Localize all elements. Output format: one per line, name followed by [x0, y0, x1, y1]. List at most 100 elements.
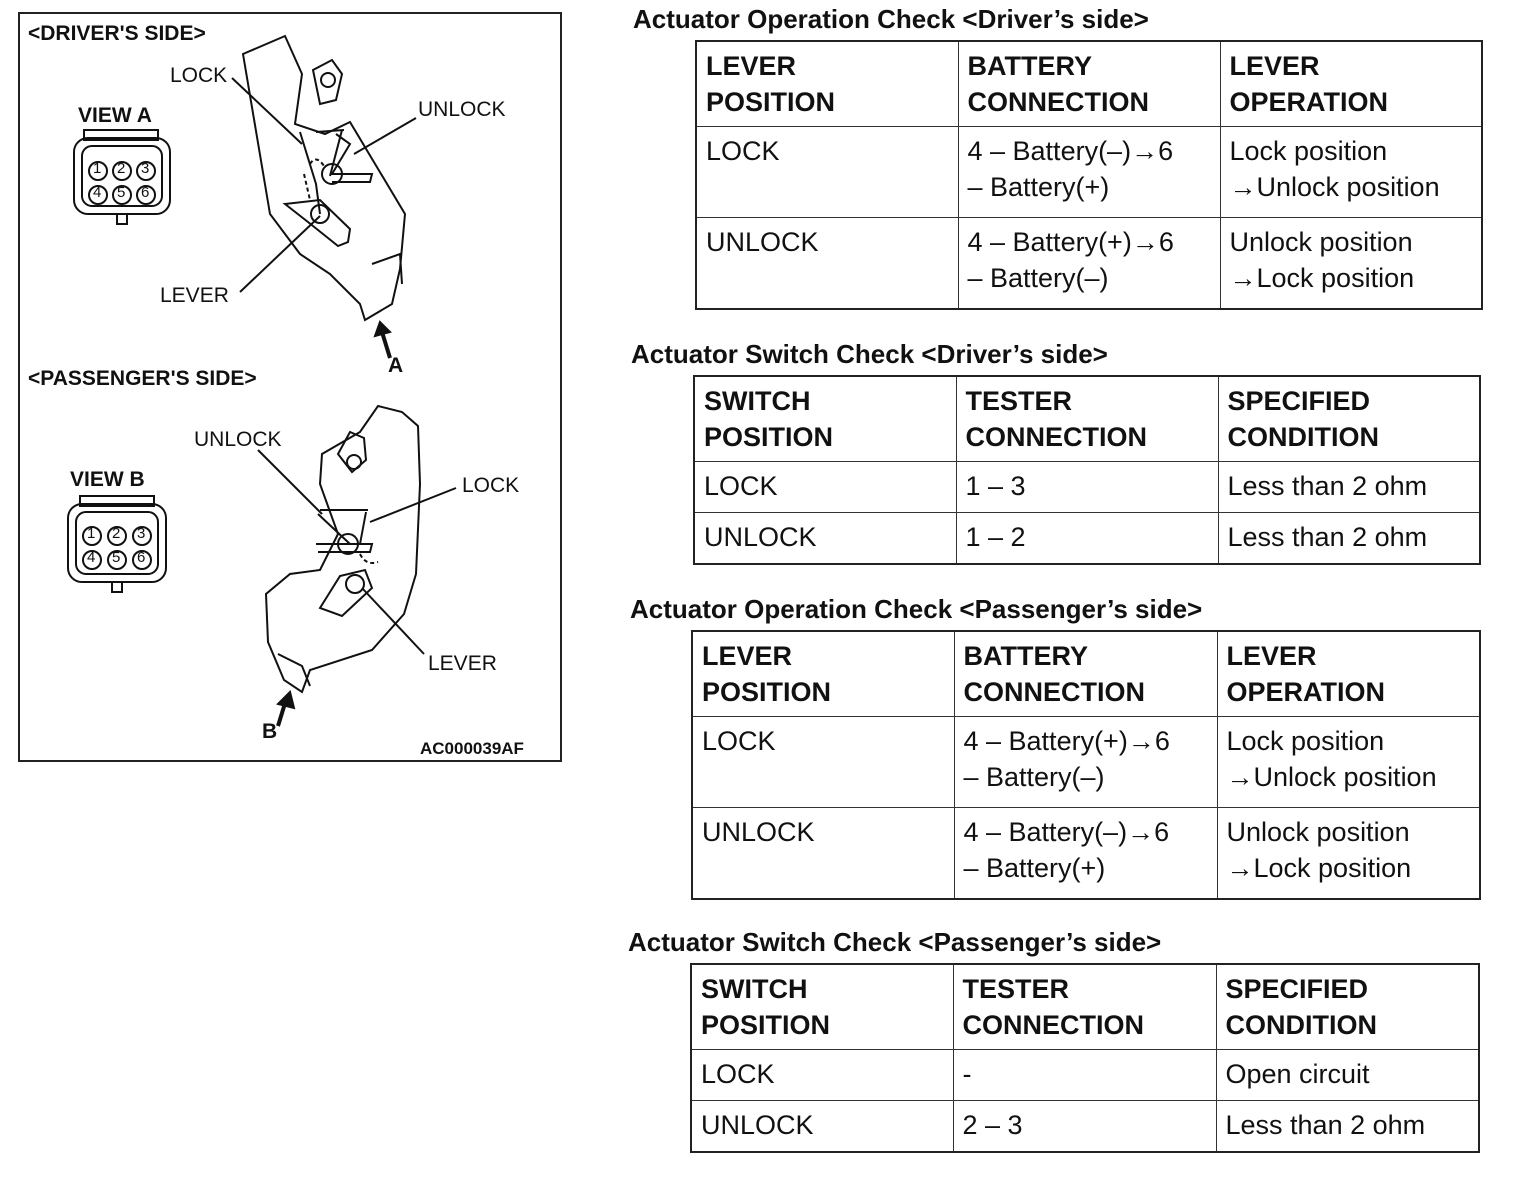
table-cell-line: 1 – 3	[965, 471, 1026, 501]
pin-label: 3	[141, 160, 150, 177]
column-header-line: SWITCH	[704, 386, 811, 416]
table-2-title: Actuator Switch Check <Driver’s side>	[631, 339, 1108, 369]
table-cell: UNLOCK	[691, 807, 955, 900]
table-cell-line: LOCK	[706, 136, 780, 166]
column-header-line: TESTER	[965, 386, 1073, 416]
passenger-lever-label: LEVER	[428, 652, 497, 675]
table-3-title: Actuator Operation Check <Passenger’s si…	[630, 594, 1203, 624]
table-cell: Unlock position→Lock position	[1216, 807, 1481, 900]
table-cell-line: UNLOCK	[702, 817, 815, 847]
table-cell-line: Lock position	[1229, 136, 1388, 166]
table-cell-line: LOCK	[701, 1059, 775, 1089]
column-header-line: TESTER	[962, 974, 1070, 1004]
table-cell: Less than 2 ohm	[1217, 461, 1481, 513]
pin-label: 3	[137, 525, 146, 542]
table-cell-line: UNLOCK	[701, 1110, 814, 1140]
table-cell-line: UNLOCK	[706, 227, 819, 257]
pin-label: 6	[141, 184, 150, 201]
driver-side-heading: <DRIVER'S SIDE>	[28, 22, 206, 45]
table-cell: 4 – Battery(–)→6– Battery(+)	[957, 126, 1221, 218]
table-cell-line: →Unlock position	[1229, 172, 1440, 202]
column-header-line: CONNECTION	[962, 1010, 1145, 1040]
pin-label: 6	[137, 549, 146, 566]
column-header-line: OPERATION	[1229, 87, 1389, 117]
column-header-line: CONDITION	[1225, 1010, 1378, 1040]
connector-view-b	[67, 495, 167, 593]
table-cell-line: – Battery(+)	[963, 853, 1106, 883]
table-cell: 4 – Battery(+)→6– Battery(–)	[957, 217, 1221, 310]
table-cell: 4 – Battery(+)→6 – Battery(–)	[953, 716, 1218, 808]
table-cell: Less than 2 ohm	[1217, 512, 1481, 565]
column-header: TESTER CONNECTION	[952, 963, 1217, 1050]
column-header: TESTER CONNECTION	[955, 375, 1219, 462]
table-cell-line: 4 – Battery(+)→6	[963, 726, 1170, 756]
figure-code: AC000039AF	[420, 739, 524, 758]
table-row: UNLOCK 1 – 2 Less than 2 ohm	[693, 512, 1481, 565]
column-header-line: POSITION	[701, 1010, 831, 1040]
table-cell-line: Unlock position	[1229, 227, 1413, 257]
arrow-a-label: A	[388, 354, 404, 377]
column-header-line: LEVER	[706, 51, 797, 81]
view-a-label: VIEW A	[78, 104, 152, 127]
column-header: SPECIFIED CONDITION	[1217, 375, 1481, 462]
column-header-line: CONNECTION	[963, 677, 1146, 707]
table-cell-line: Unlock position	[1226, 817, 1410, 847]
table-cell: Open circuit	[1215, 1049, 1480, 1101]
table-cell-line: 1 – 2	[965, 522, 1026, 552]
column-header-line: POSITION	[704, 422, 834, 452]
table-cell-line: →Unlock position	[1226, 762, 1437, 792]
table-row: UNLOCK 4 – Battery(–)→6 – Battery(+) Unlock…	[691, 807, 1481, 900]
table-cell-line: Lock position	[1226, 726, 1385, 756]
table-cell-line: Less than 2 ohm	[1227, 522, 1428, 552]
table-cell-line: 4 – Battery(–)→6	[967, 136, 1174, 166]
arrow-b-label: B	[262, 720, 278, 743]
table-cell-line: UNLOCK	[704, 522, 817, 552]
table-cell-line: – Battery(–)	[963, 762, 1105, 792]
column-header: SPECIFIED CONDITION	[1215, 963, 1480, 1050]
table-cell: 2 – 3	[952, 1100, 1217, 1153]
driver-lock-label: LOCK	[170, 64, 228, 87]
column-header-line: SPECIFIED	[1227, 386, 1371, 416]
pin-label: 4	[93, 184, 102, 201]
table-cell: -	[952, 1049, 1217, 1101]
connector-view-a	[73, 129, 171, 225]
pin-label: 2	[117, 160, 126, 177]
table-header-row: SWITCH POSITION TESTER CONNECTION SPECIFIED C…	[693, 375, 1481, 462]
table-cell: Lock position →Unlock position	[1216, 716, 1481, 808]
table-1-title: Actuator Operation Check <Driver’s side>	[633, 4, 1149, 34]
column-header: SWITCH POSITION	[693, 375, 957, 462]
table-cell: UNLOCK	[693, 512, 957, 565]
column-header-line: OPERATION	[1226, 677, 1386, 707]
column-header-line: CONNECTION	[965, 422, 1148, 452]
column-header-line: CONDITION	[1227, 422, 1380, 452]
table-cell-line: →Lock position	[1229, 263, 1415, 293]
table-cell: Unlock position →Lock position	[1219, 217, 1483, 310]
column-header-line: LEVER	[702, 641, 793, 671]
driver-lever-label: LEVER	[160, 284, 229, 307]
table-row: LOCK -Open circuit	[690, 1049, 1480, 1101]
table-cell-line: Less than 2 ohm	[1225, 1110, 1426, 1140]
driver-actuator-drawing	[241, 34, 407, 322]
table-row: UNLOCK 2 – 3 Less than 2 ohm	[690, 1100, 1480, 1153]
column-header-line: POSITION	[706, 87, 836, 117]
table-cell: LOCK	[691, 716, 955, 808]
table-cell: 1 – 2	[955, 512, 1219, 565]
pin-label: 5	[117, 184, 126, 201]
pin-label: 1	[93, 160, 102, 177]
table-cell-line: 4 – Battery(–)→6	[963, 817, 1170, 847]
actuator-diagram: <DRIVER'S SIDE> LOCK UNLOCK VIEW A LEVER…	[18, 12, 562, 762]
column-header-line: POSITION	[702, 677, 832, 707]
table-cell: 1 – 3	[955, 461, 1219, 513]
column-header-line: SPECIFIED	[1225, 974, 1369, 1004]
pin-label: 1	[87, 525, 96, 542]
table-cell: LOCK	[693, 461, 957, 513]
column-header: LEVER POSITION	[691, 630, 955, 717]
